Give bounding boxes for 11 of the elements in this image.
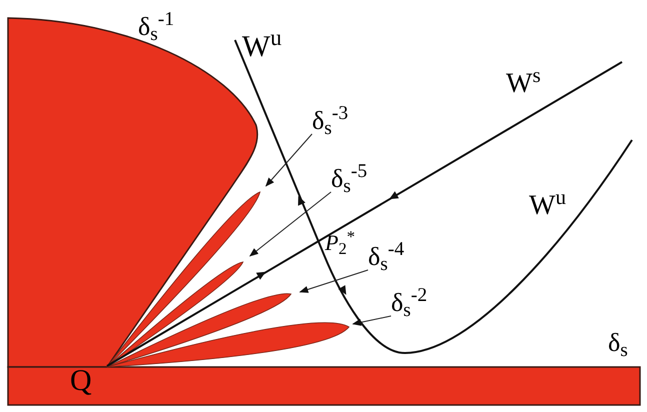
leader-line — [299, 270, 368, 293]
math-label: W$^{s}$ — [506, 70, 541, 98]
leader-line — [249, 192, 332, 257]
lobe-region — [106, 293, 292, 368]
math-label: W$^{u}$ — [529, 192, 566, 220]
leader-line — [265, 134, 312, 187]
math-label: Q — [70, 366, 92, 396]
leader-line — [352, 316, 392, 326]
math-label: W$^{u}$ — [242, 32, 282, 62]
math-label: δ$_{s}$ — [608, 330, 628, 356]
lobe-region — [106, 322, 350, 368]
